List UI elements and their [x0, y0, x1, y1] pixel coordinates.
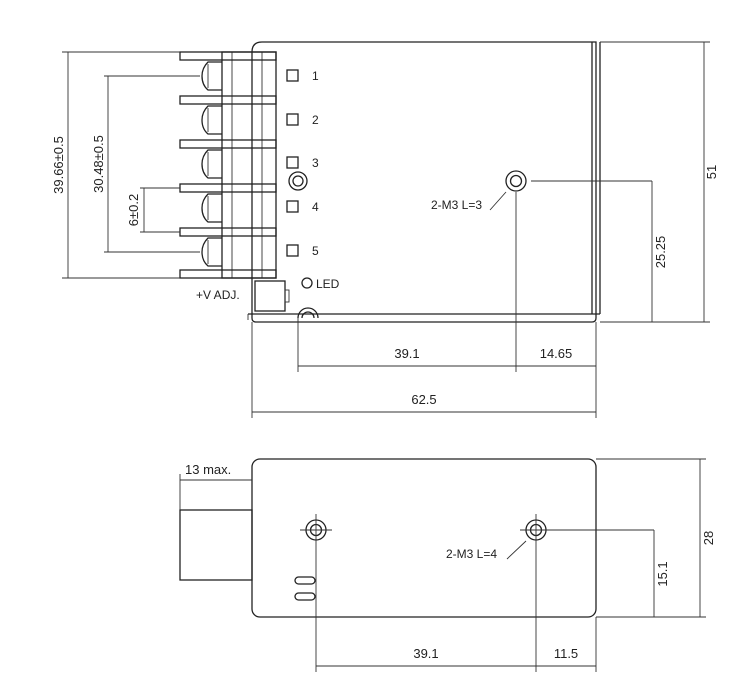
dim-terminal-max: 13 max.: [185, 462, 231, 477]
mount-screw-left-icon: [288, 171, 308, 191]
case-outline: [251, 41, 597, 323]
pin-label-5: 5: [312, 244, 319, 258]
dim-hole-height: 25.25: [653, 236, 668, 269]
vadj-potentiometer: [254, 280, 286, 312]
corner-hole-icon: [297, 307, 319, 319]
vent-slot: [294, 576, 316, 585]
led-label: LED: [316, 277, 340, 291]
terminal-block: [221, 51, 277, 279]
dim-pin-span: 30.48±0.5: [91, 135, 106, 193]
side-screw-callout: 2-M3 L=4: [446, 547, 497, 561]
dim-side-hole-height: 15.1: [655, 561, 670, 586]
mount-hole-top-icon: [505, 170, 527, 192]
dim-total-height: 51: [704, 165, 719, 179]
top-view: 1 2 3 4 5 LED +V ADJ. 2-M3 L=3: [51, 41, 719, 418]
pin-label-4: 4: [312, 200, 319, 214]
dim-side-hole-spacing: 39.1: [413, 646, 438, 661]
vent-slot: [294, 592, 316, 601]
dim-side-height: 28: [701, 531, 716, 545]
pin-label-3: 3: [312, 156, 319, 170]
vadj-label: +V ADJ.: [196, 288, 240, 302]
pin-markers: 1 2 3 4 5: [286, 69, 319, 258]
side-terminal-block: [179, 509, 253, 581]
side-mount-hole-left-icon: [300, 514, 332, 546]
pin-label-1: 1: [312, 69, 319, 83]
top-screw-callout: 2-M3 L=3: [431, 198, 482, 212]
dim-pin-pitch: 6±0.2: [126, 194, 141, 226]
dim-hole-spacing: 39.1: [394, 346, 419, 361]
dim-hole-to-edge: 14.65: [540, 346, 573, 361]
side-mount-hole-right-icon: [520, 514, 552, 546]
led-icon: [301, 277, 313, 289]
dim-side-hole-to-edge: 11.5: [554, 646, 578, 661]
side-view: 13 max. 2-M3 L=4 28 15.1: [179, 458, 716, 672]
dim-total-length: 62.5: [411, 392, 436, 407]
terminal-screws: [201, 61, 222, 267]
pin-label-2: 2: [312, 113, 319, 127]
dim-terminal-height: 39.66±0.5: [51, 136, 66, 194]
